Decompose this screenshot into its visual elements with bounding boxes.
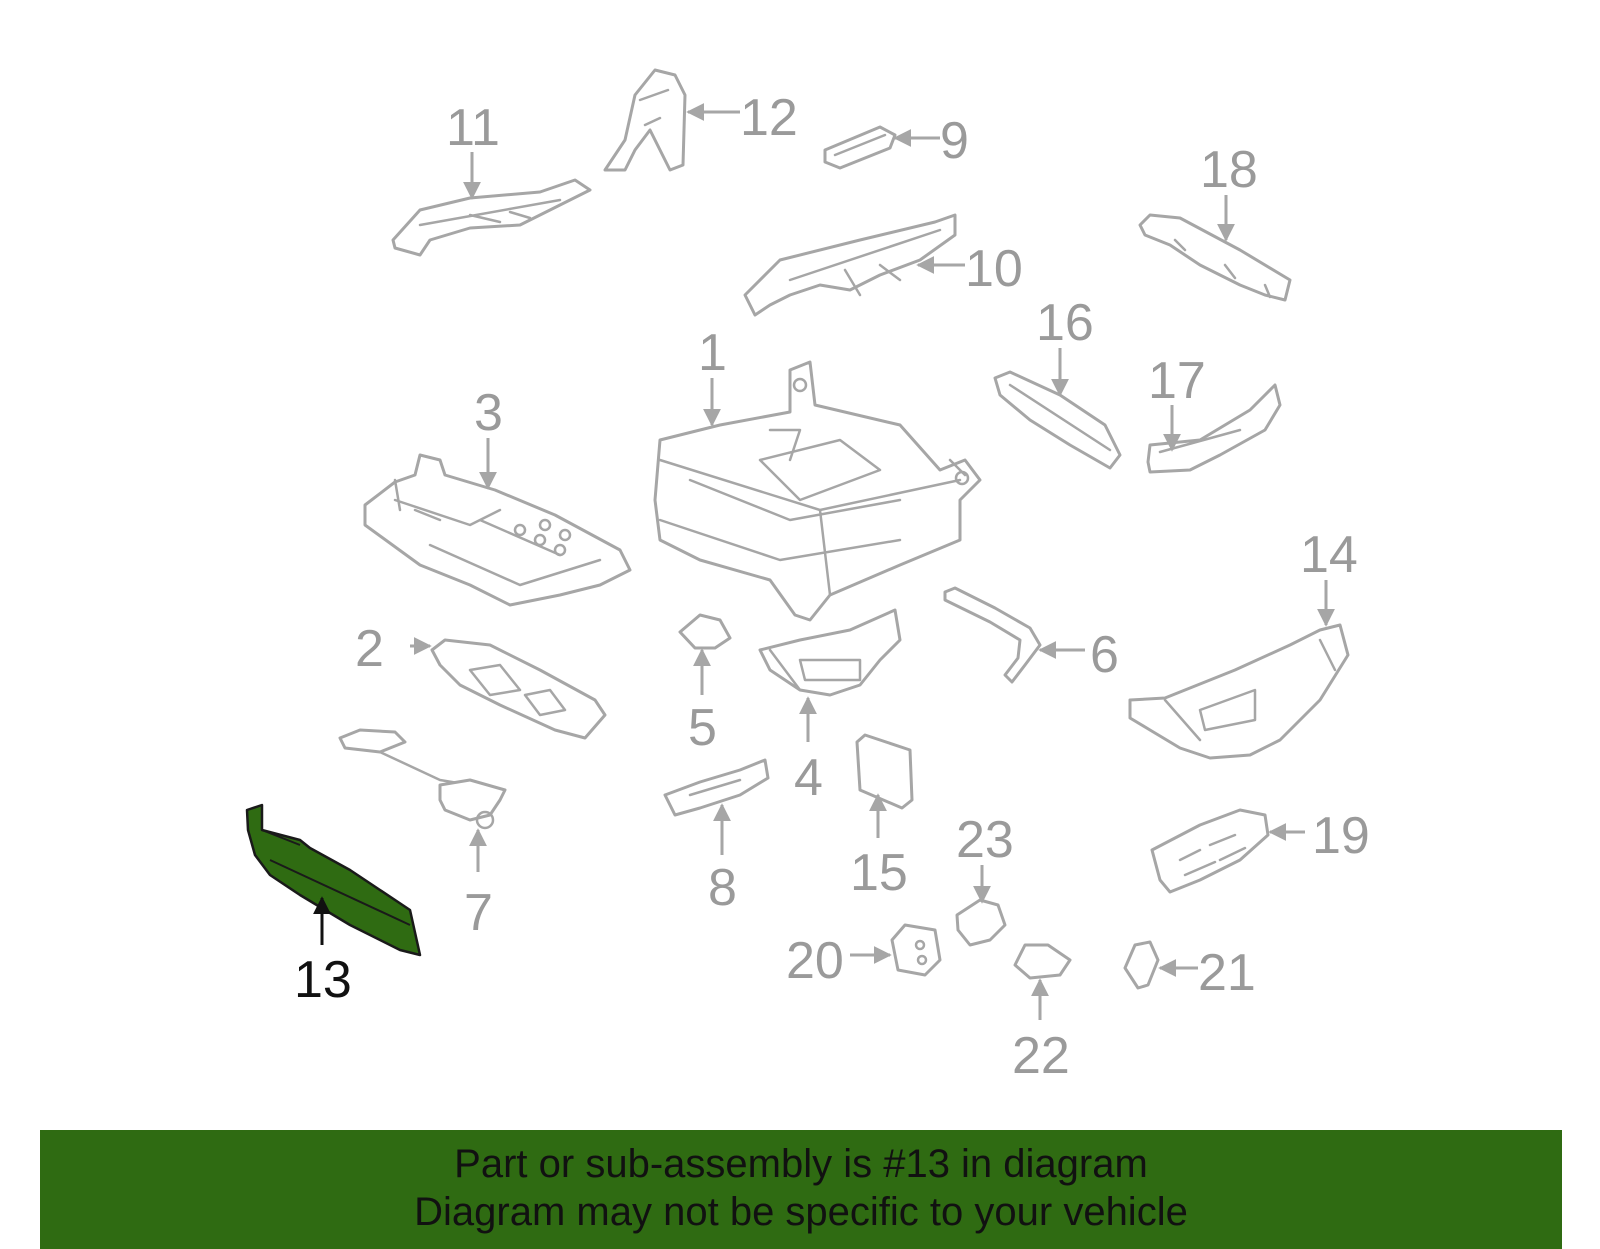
- part-20[interactable]: [890, 923, 942, 977]
- callout-10: 10: [965, 240, 1023, 298]
- part-9[interactable]: [823, 125, 897, 170]
- callout-1: 1: [698, 324, 727, 382]
- part-13-highlighted[interactable]: [245, 803, 422, 957]
- part-11[interactable]: [391, 178, 592, 257]
- callout-18: 18: [1200, 141, 1258, 199]
- part-21[interactable]: [1123, 940, 1160, 990]
- callout-9: 9: [940, 112, 969, 170]
- callout-16: 16: [1036, 294, 1094, 352]
- banner-line-2: Diagram may not be specific to your vehi…: [414, 1190, 1188, 1234]
- part-14[interactable]: [1128, 623, 1350, 760]
- info-banner: Part or sub-assembly is #13 in diagram D…: [40, 1130, 1562, 1249]
- part-19[interactable]: [1150, 808, 1270, 894]
- callout-11: 11: [446, 99, 500, 157]
- part-12[interactable]: [603, 68, 687, 172]
- part-1[interactable]: [653, 360, 982, 622]
- banner-line-1: Part or sub-assembly is #13 in diagram: [454, 1142, 1148, 1186]
- callout-2: 2: [355, 620, 384, 678]
- callout-23: 23: [956, 811, 1014, 869]
- callout-3: 3: [474, 384, 503, 442]
- part-8[interactable]: [663, 758, 770, 817]
- callout-15: 15: [850, 844, 908, 902]
- callout-13: 13: [294, 951, 352, 1009]
- callout-17: 17: [1148, 352, 1206, 410]
- callout-6: 6: [1090, 626, 1119, 684]
- part-4[interactable]: [758, 608, 902, 697]
- callout-4: 4: [794, 749, 823, 807]
- callout-7: 7: [464, 884, 493, 942]
- callout-12: 12: [740, 89, 798, 147]
- part-23[interactable]: [955, 898, 1007, 947]
- callout-14: 14: [1300, 526, 1358, 584]
- part-15[interactable]: [855, 733, 914, 810]
- callout-22: 22: [1012, 1027, 1070, 1085]
- callout-8: 8: [708, 859, 737, 917]
- callout-5: 5: [688, 699, 717, 757]
- parts-diagram: 11 12 9 10 18 16 17: [245, 68, 1370, 1085]
- part-3[interactable]: [363, 453, 632, 607]
- part-22[interactable]: [1013, 943, 1072, 980]
- callout-19: 19: [1312, 807, 1370, 865]
- part-18[interactable]: [1138, 213, 1292, 302]
- part-2[interactable]: [430, 638, 607, 740]
- part-10[interactable]: [743, 213, 957, 317]
- part-6[interactable]: [943, 586, 1042, 684]
- callout-21: 21: [1198, 944, 1256, 1002]
- part-16[interactable]: [993, 370, 1122, 470]
- part-7[interactable]: [338, 728, 507, 830]
- part-5[interactable]: [678, 613, 732, 650]
- callout-20: 20: [786, 932, 844, 990]
